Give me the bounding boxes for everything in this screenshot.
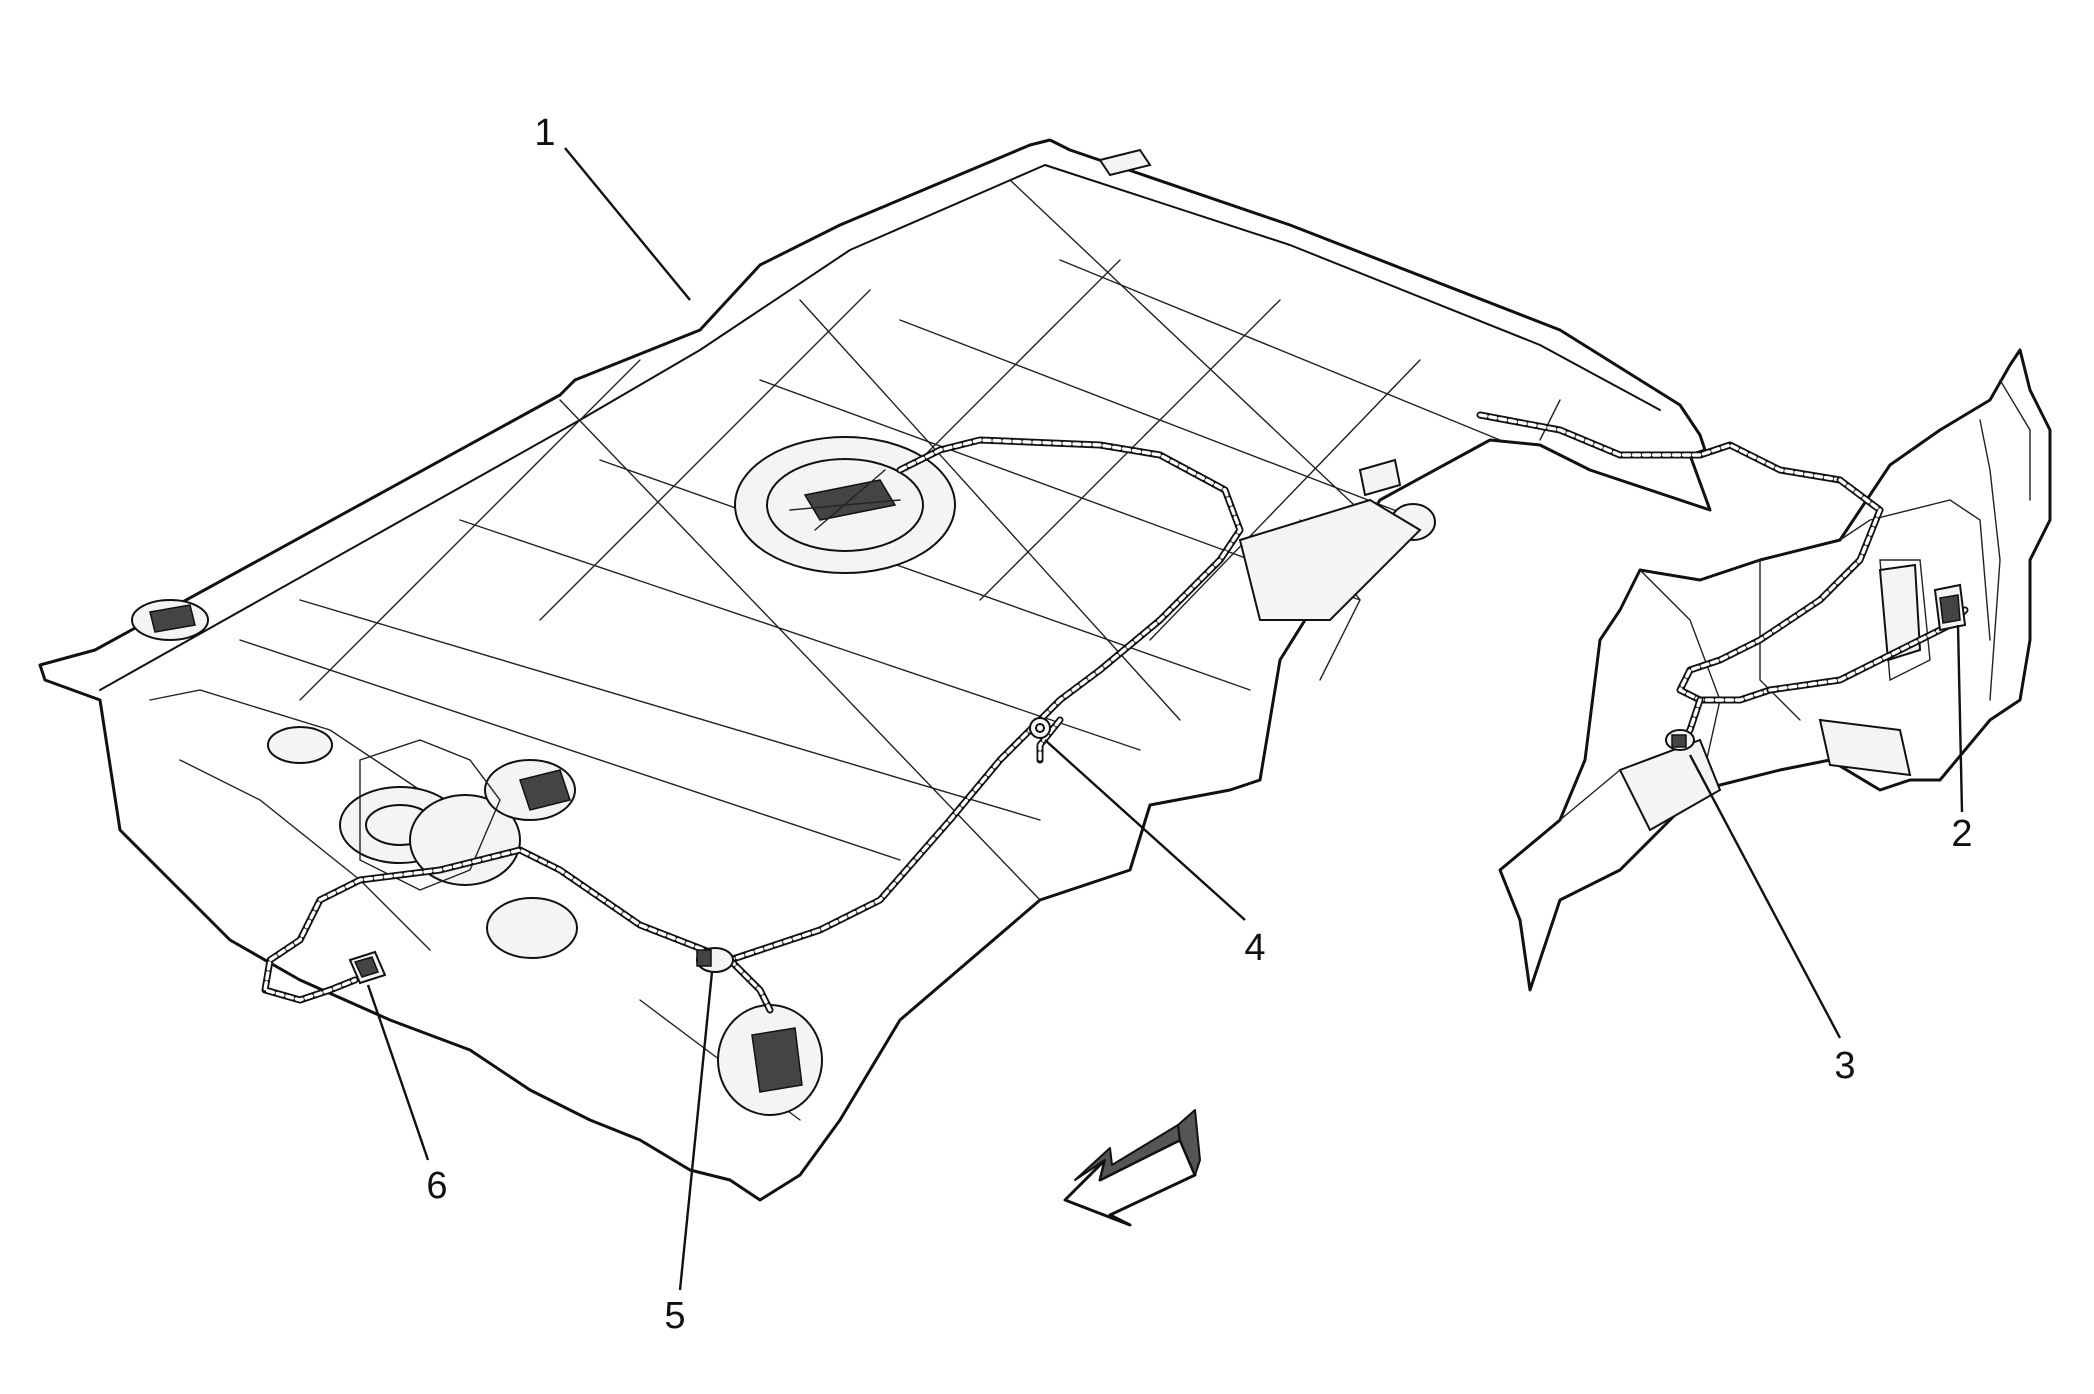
leader-2 bbox=[1956, 624, 1964, 813]
callout-2: 2 bbox=[1951, 813, 1972, 855]
leader-4 bbox=[1044, 739, 1246, 921]
leader-3 bbox=[1688, 754, 1842, 1039]
callout-labels: 1 2 3 4 5 6 bbox=[426, 112, 1972, 1337]
callout-4: 4 bbox=[1244, 927, 1265, 969]
headliner-panel bbox=[38, 138, 1712, 1202]
connector-4 bbox=[1029, 717, 1051, 739]
leader-5 bbox=[678, 971, 714, 1291]
leader-lines bbox=[366, 147, 1964, 1291]
callout-3: 3 bbox=[1834, 1045, 1855, 1087]
front-direction-arrow-icon bbox=[1063, 1109, 1201, 1227]
connector-2 bbox=[1933, 583, 1967, 632]
callout-6: 6 bbox=[426, 1165, 447, 1207]
headliner-wiring-harness bbox=[261, 411, 1844, 1014]
connector-6 bbox=[348, 950, 387, 985]
leader-6 bbox=[366, 984, 430, 1161]
callout-5: 5 bbox=[664, 1295, 685, 1337]
connector-3 bbox=[1665, 729, 1695, 751]
overhead-console bbox=[339, 739, 576, 891]
visor-clips bbox=[131, 148, 1436, 1116]
callout-1: 1 bbox=[534, 112, 555, 154]
leader-1 bbox=[564, 147, 691, 301]
connector-5 bbox=[696, 947, 734, 973]
